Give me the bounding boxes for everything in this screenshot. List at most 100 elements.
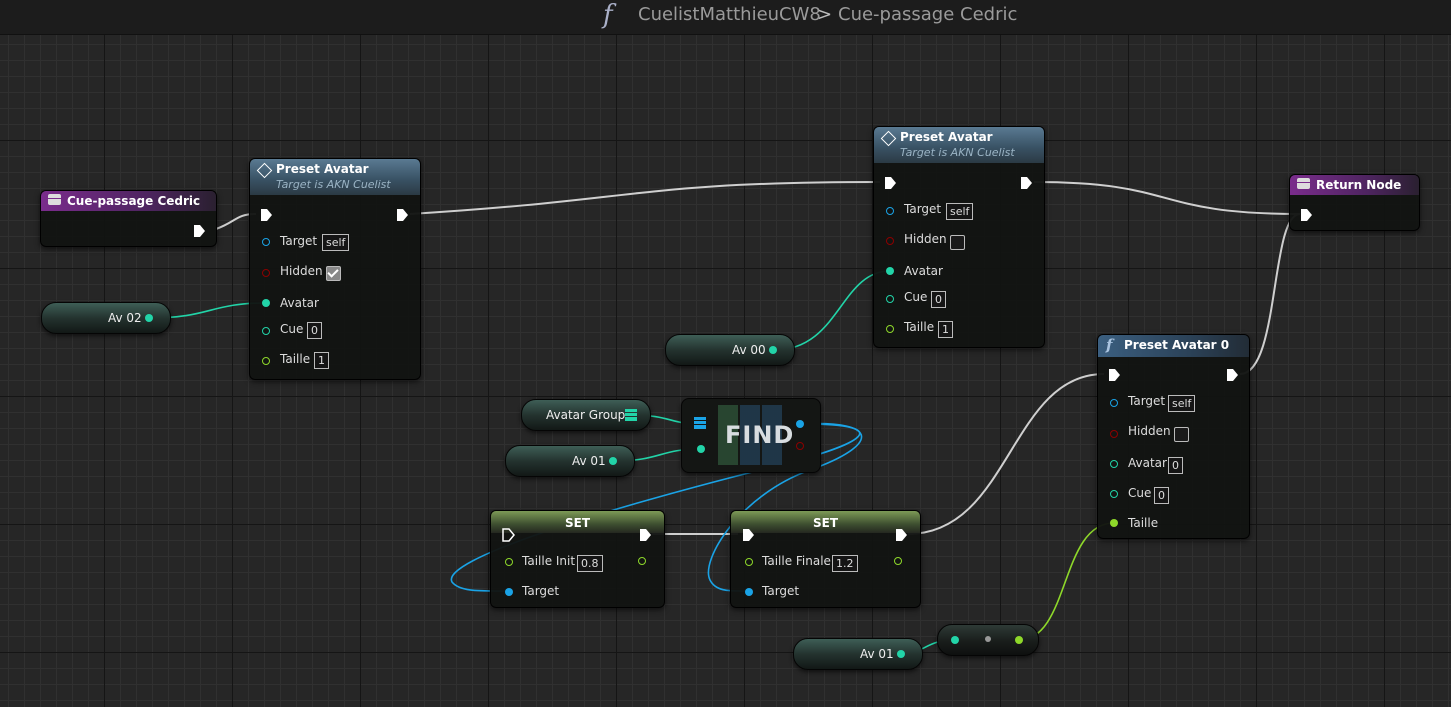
preset-avatar-0-node[interactable]: f Preset Avatar 0 Target self Hidden Ava… (1097, 334, 1250, 539)
object-wire (707, 422, 863, 592)
target-value[interactable]: self (322, 234, 350, 251)
float-wire (1018, 522, 1115, 641)
node-title: Cue-passage Cedric (67, 194, 201, 208)
cue-pin[interactable] (1110, 490, 1118, 498)
dot-icon (985, 636, 991, 642)
preset-avatar-node-2[interactable]: Preset Avatar Target is AKN Cuelist Targ… (873, 126, 1045, 348)
hidden-pin[interactable] (262, 269, 270, 277)
function-diamond-icon (880, 130, 897, 147)
breadcrumb-parent[interactable]: CuelistMatthieuCW8 (638, 4, 821, 25)
taille-finale-pin[interactable] (745, 558, 753, 566)
variable-av01[interactable]: Av 01 (505, 445, 635, 477)
breadcrumb-current: Cue-passage Cedric (838, 4, 1018, 25)
breadcrumb-bar: f CuelistMatthieuCW8 > Cue-passage Cedri… (0, 0, 1451, 35)
node-title: SET (812, 516, 839, 530)
avatar-pin[interactable] (1110, 460, 1118, 468)
node-subtitle: Target is AKN Cuelist (276, 178, 391, 191)
taille-finale-out-pin[interactable] (894, 557, 902, 565)
target-pin[interactable] (1110, 399, 1118, 407)
taille-init-label: Taille Init (522, 554, 576, 568)
avatar-value[interactable]: 0 (1168, 457, 1183, 474)
cue-label: Cue (1128, 486, 1152, 500)
taille-finale-value[interactable]: 1.2 (832, 555, 858, 572)
taille-pin[interactable] (262, 357, 270, 365)
set-taille-init-node[interactable]: SET Taille Init 0.8 Target (490, 510, 665, 608)
array-out-pin-icon[interactable] (625, 409, 637, 421)
taille-pin[interactable] (1110, 519, 1118, 527)
target-value[interactable]: self (946, 203, 974, 220)
taille-init-pin[interactable] (505, 558, 513, 566)
found-out-pin[interactable] (796, 420, 804, 428)
target-value[interactable]: self (1168, 395, 1196, 412)
entry-node[interactable]: Cue-passage Cedric (40, 190, 217, 247)
cue-value[interactable]: 0 (931, 291, 946, 308)
exec-wire (409, 181, 881, 215)
find-background (718, 405, 782, 465)
taille-init-out-pin[interactable] (638, 557, 646, 565)
taille-value[interactable]: 1 (938, 321, 953, 338)
avatar-pin[interactable] (886, 267, 894, 275)
float-out-pin[interactable] (1015, 636, 1023, 644)
variable-av00[interactable]: Av 00 (665, 334, 795, 366)
avatar-pin[interactable] (262, 299, 270, 307)
variable-av02[interactable]: Av 02 (41, 302, 171, 334)
hidden-checkbox[interactable] (326, 266, 341, 281)
return-node[interactable]: Return Node (1289, 174, 1420, 231)
variable-out-pin[interactable] (609, 457, 617, 465)
hidden-pin[interactable] (1110, 430, 1118, 438)
object-wire (450, 423, 861, 592)
breadcrumb-separator: > (817, 4, 833, 25)
target-pin[interactable] (886, 207, 894, 215)
variable-out-pin[interactable] (145, 314, 153, 322)
node-title: Return Node (1316, 178, 1402, 192)
hidden-pin[interactable] (886, 237, 894, 245)
target-label: Target (522, 584, 560, 598)
find-node[interactable]: FIND (681, 398, 821, 473)
variable-avatar-group[interactable]: Avatar Group (521, 399, 651, 431)
node-title: Preset Avatar (276, 162, 369, 176)
struct-in-pin[interactable] (951, 636, 959, 644)
hidden-checkbox[interactable] (1174, 427, 1189, 442)
cue-label: Cue (280, 322, 304, 336)
node-title: Preset Avatar 0 (1124, 338, 1230, 352)
variable-out-pin[interactable] (769, 346, 777, 354)
node-title: FIND (725, 421, 795, 449)
variable-av01-second[interactable]: Av 01 (793, 638, 923, 670)
item-pin[interactable] (697, 445, 705, 453)
target-pin[interactable] (505, 588, 513, 596)
set-taille-finale-node[interactable]: SET Taille Finale 1.2 Target (730, 510, 921, 608)
target-label: Target (280, 234, 318, 248)
taille-init-value[interactable]: 0.8 (577, 555, 603, 572)
node-title: SET (564, 516, 591, 530)
taille-label: Taille (280, 352, 311, 366)
function-icon: f (603, 0, 613, 30)
success-out-pin[interactable] (796, 442, 804, 450)
target-pin[interactable] (745, 588, 753, 596)
hidden-label: Hidden (280, 264, 323, 278)
taille-finale-label: Taille Finale (762, 554, 831, 568)
variable-out-pin[interactable] (897, 650, 905, 658)
cue-value[interactable]: 0 (307, 322, 322, 339)
cue-pin[interactable] (886, 295, 894, 303)
target-label: Target (1128, 394, 1166, 408)
target-pin[interactable] (262, 238, 270, 246)
target-label: Target (904, 202, 942, 216)
function-icon: f (1106, 336, 1113, 354)
taille-label: Taille (904, 320, 935, 334)
avatar-label: Avatar (904, 264, 943, 278)
get-member-node[interactable] (937, 624, 1039, 656)
hidden-label: Hidden (904, 232, 947, 246)
preset-avatar-node-1[interactable]: Preset Avatar Target is AKN Cuelist Targ… (249, 158, 421, 380)
function-diamond-icon (256, 162, 273, 179)
hidden-checkbox[interactable] (950, 235, 965, 250)
array-pin-icon[interactable] (694, 417, 706, 429)
avatar-label: Avatar (280, 296, 319, 310)
node-subtitle: Target is AKN Cuelist (900, 146, 1015, 159)
cue-value[interactable]: 0 (1154, 487, 1169, 504)
taille-value[interactable]: 1 (314, 352, 329, 369)
hidden-label: Hidden (1128, 424, 1171, 438)
event-icon (48, 194, 61, 205)
taille-pin[interactable] (886, 325, 894, 333)
cue-pin[interactable] (262, 327, 270, 335)
return-icon (1297, 178, 1310, 189)
